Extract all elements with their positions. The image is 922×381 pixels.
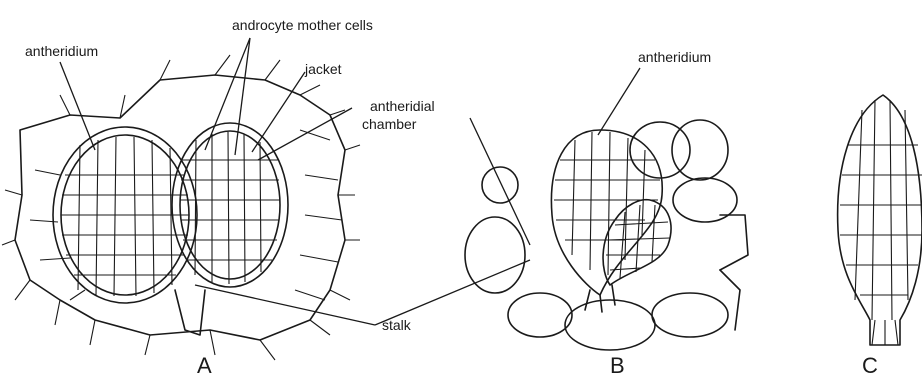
panel-a-label: A bbox=[197, 353, 212, 378]
chamber-label: chamber bbox=[362, 116, 417, 132]
panel-b-label: B bbox=[610, 353, 625, 378]
antheridial-label: antheridial bbox=[370, 98, 435, 114]
panel-b-leaders bbox=[470, 68, 640, 245]
panel-b-drawing bbox=[465, 120, 748, 350]
stalk-label: stalk bbox=[382, 317, 412, 333]
panel-a-drawing bbox=[2, 55, 360, 360]
panel-c-label: C bbox=[862, 353, 878, 378]
jacket-label: jacket bbox=[304, 61, 342, 77]
antheridium-label-a: antheridium bbox=[25, 43, 98, 59]
panel-c-drawing bbox=[838, 95, 922, 345]
androcyte-mother-cells-label: androcyte mother cells bbox=[232, 17, 373, 33]
panel-a-leaders bbox=[60, 38, 530, 325]
antheridium-label-b: antheridium bbox=[638, 49, 711, 65]
